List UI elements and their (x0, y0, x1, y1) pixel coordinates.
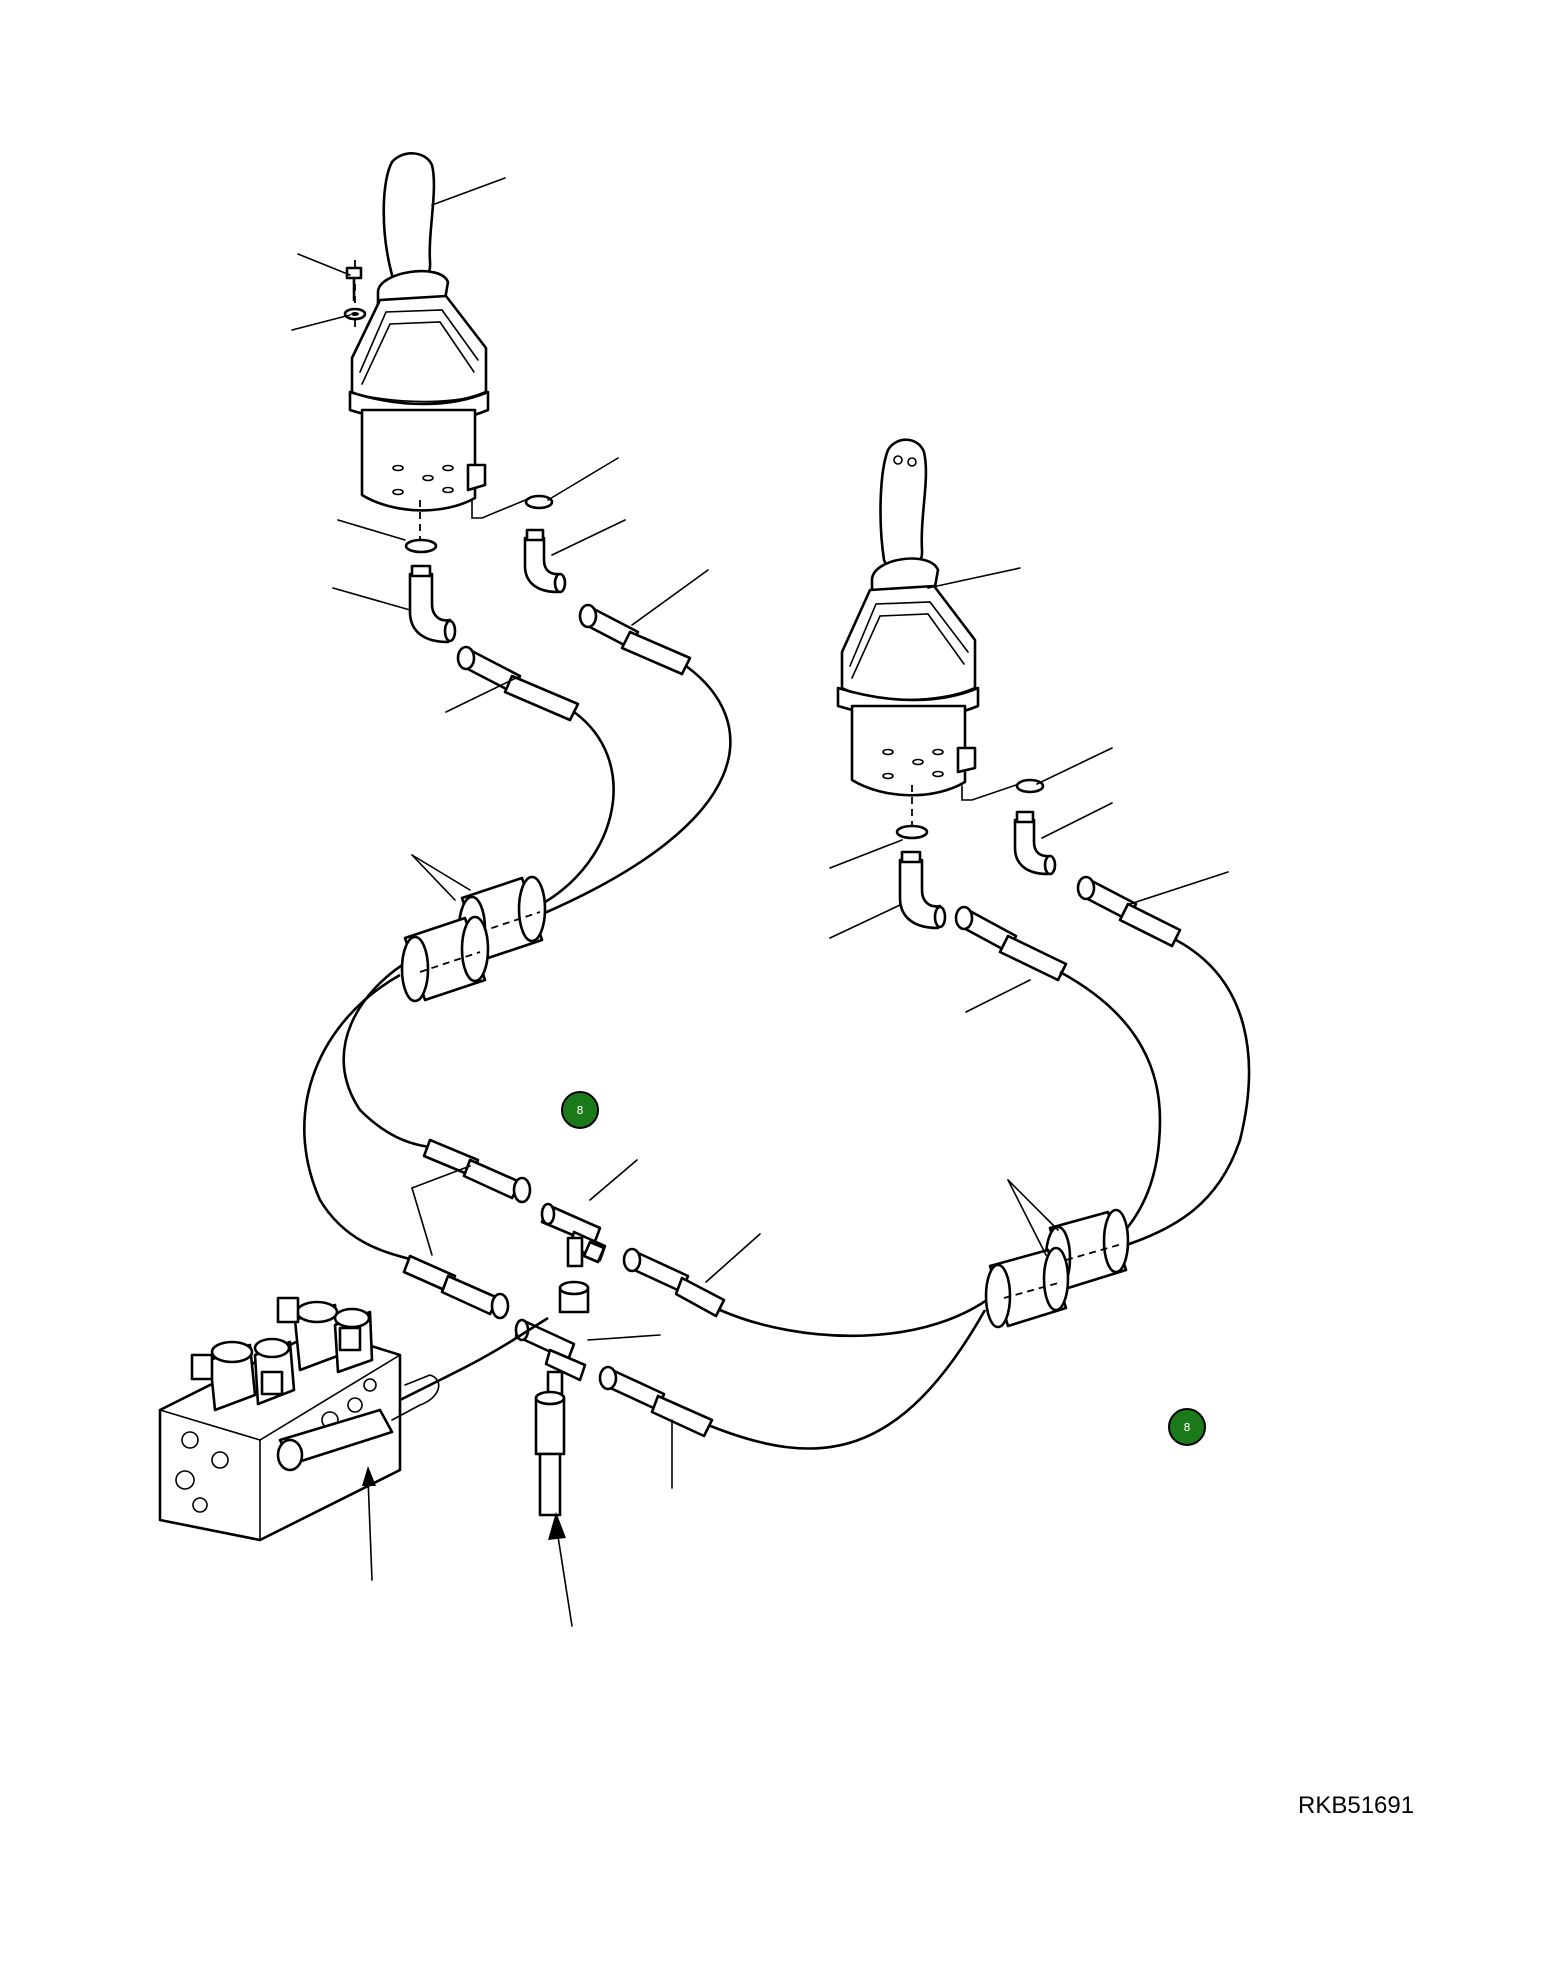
left-joystick[interactable] (343, 152, 692, 722)
elbow-fitting-icon (523, 528, 567, 594)
hose-connector-icon (1076, 875, 1182, 948)
o-ring-icon (524, 494, 554, 510)
control-valve-block[interactable] (158, 1296, 440, 1542)
marker-label: 8 (1184, 1421, 1191, 1434)
elbow-fitting-icon (408, 564, 457, 644)
hose-sleeve-icon (400, 875, 547, 1003)
reference-marker[interactable]: 8 (561, 1091, 599, 1129)
plug-icon (558, 1280, 590, 1314)
hose-connector-icon (954, 905, 1068, 982)
hose-sleeve-icon (984, 1208, 1130, 1329)
hose-connector-icon (622, 1247, 726, 1318)
tee-fitting-icon (422, 1138, 607, 1268)
hose-connector-icon (456, 645, 580, 722)
hose-lines (303, 664, 1251, 1450)
tee-fitting-icon (402, 1254, 587, 1396)
elbow-fitting-icon (1013, 810, 1057, 876)
drawing-reference-number: RKB51691 (1298, 1792, 1415, 1819)
marker-circle (1168, 1408, 1206, 1446)
hose-connector-icon (534, 1390, 566, 1517)
right-joystick[interactable] (836, 438, 1182, 982)
hose-connector-icon (578, 603, 692, 676)
marker-label: 8 (577, 1104, 584, 1117)
marker-circle (561, 1091, 599, 1129)
leader-lines (291, 177, 1229, 1627)
hose-connector-icon (598, 1365, 714, 1438)
o-ring-icon (1015, 778, 1045, 794)
elbow-fitting-icon (898, 850, 947, 930)
bolt-icon (343, 266, 367, 321)
o-ring-icon (895, 824, 929, 840)
reference-marker[interactable]: 8 (1168, 1408, 1206, 1446)
o-ring-icon (404, 538, 438, 554)
